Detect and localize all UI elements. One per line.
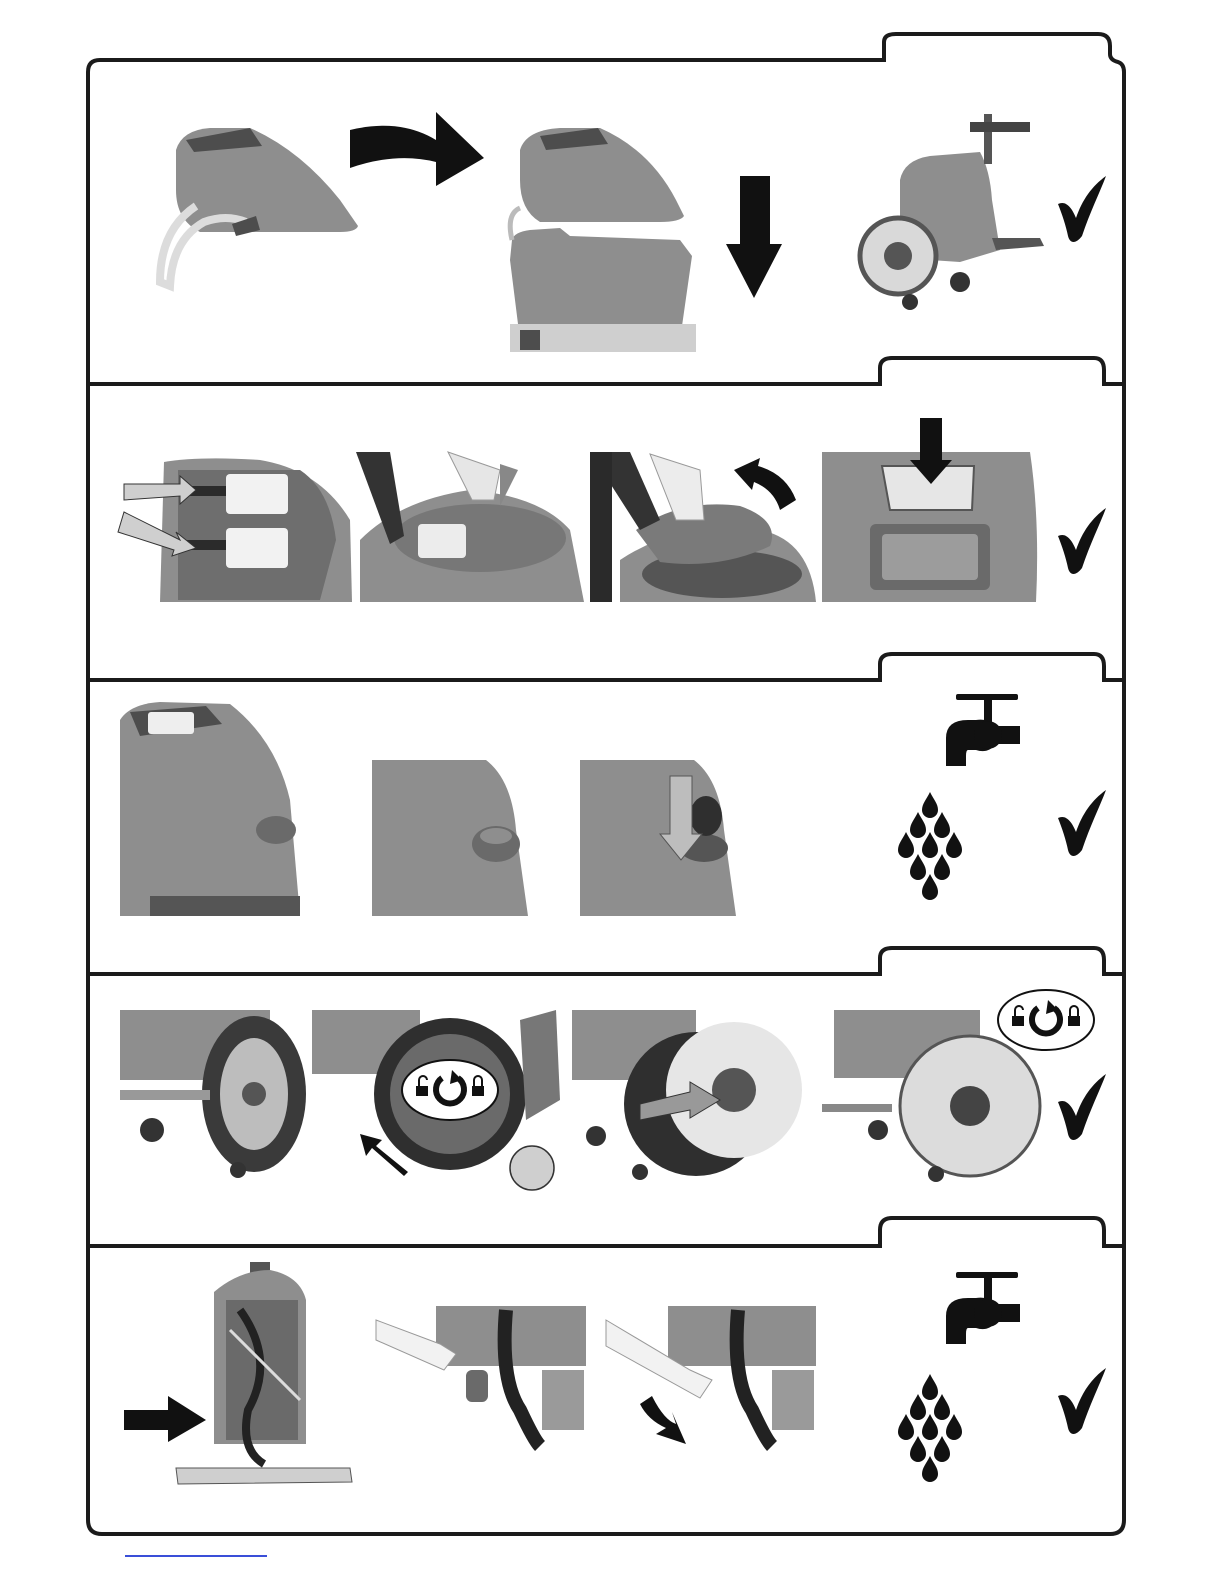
photo-lifting-tank-lid	[354, 452, 586, 604]
section-2	[118, 418, 1106, 604]
photo-brush-plate	[120, 1010, 308, 1180]
arrow-right-icon	[124, 1396, 206, 1442]
photo-fill-cap-closing	[580, 760, 736, 916]
water-tap-icon	[898, 1272, 1020, 1482]
lock-rotate-unlock-icon	[402, 1060, 498, 1120]
photo-hose-connections	[118, 452, 352, 604]
check-mark-icon	[1058, 508, 1106, 574]
section-1	[160, 112, 1106, 352]
check-mark-icon	[1058, 176, 1106, 242]
water-tap-icon	[898, 694, 1020, 900]
section-5	[124, 1262, 1106, 1484]
photo-machine-underside	[176, 1262, 352, 1484]
check-mark-icon	[1058, 790, 1106, 856]
lock-rotate-unlock-icon	[998, 990, 1094, 1050]
section-4	[120, 990, 1106, 1190]
curved-arrow-right-icon	[350, 112, 484, 186]
photo-removing-tank-lid	[588, 452, 818, 604]
photo-fill-cup-closeup	[372, 760, 528, 916]
photo-machine-tank-open	[510, 128, 696, 352]
arrow-down-icon	[726, 176, 782, 298]
photo-tank-side-view	[120, 702, 300, 916]
photo-squeegee-lowering	[606, 1306, 816, 1446]
photo-squeegee-release	[376, 1306, 586, 1446]
footer-link-underline[interactable]	[125, 1555, 267, 1557]
check-mark-icon	[1058, 1368, 1106, 1434]
photo-machine-complete	[860, 114, 1044, 310]
photo-brush-insertion	[572, 1010, 802, 1186]
photo-tank-lid-with-hose	[160, 128, 358, 286]
section-3	[120, 694, 1106, 916]
